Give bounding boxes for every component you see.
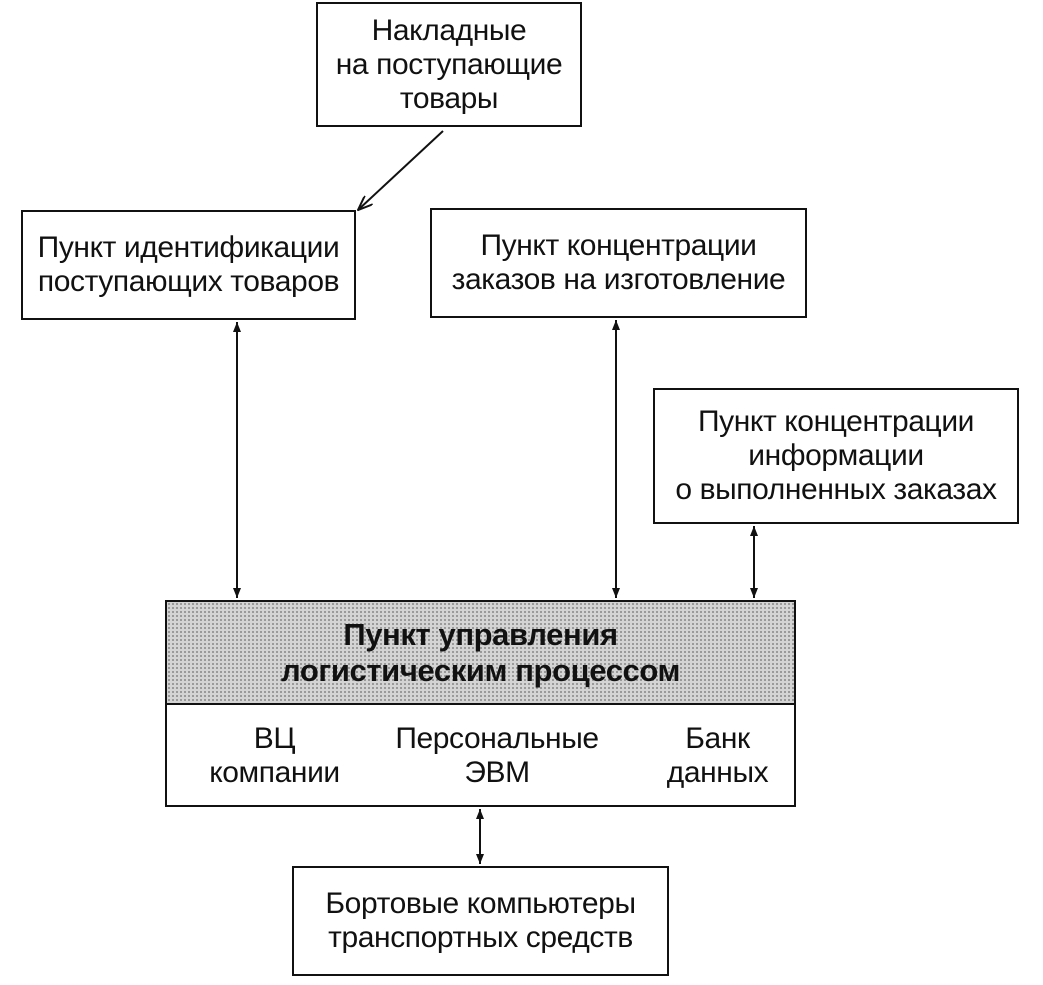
completed-orders-point-line-3: о выполненных заказах xyxy=(675,473,997,506)
database-label: Банк данных xyxy=(645,722,790,790)
control-point-box: Пункт управления логистическим процессом… xyxy=(165,600,796,807)
personal-computers-line-1: Персональные xyxy=(395,722,599,755)
computing-center-line-1: ВЦ xyxy=(253,722,296,755)
identification-point-box: Пункт идентификации поступающих товаров xyxy=(21,210,356,320)
personal-computers-label: Персональные ЭВМ xyxy=(377,722,617,790)
invoices-to-identification-arrow xyxy=(358,130,444,210)
completed-orders-point-line-1: Пункт концентрации xyxy=(697,405,975,438)
orders-point-line-1: Пункт концентрации xyxy=(480,229,757,262)
control-point-title-line-1: Пункт управления xyxy=(343,616,618,652)
computing-center-label: ВЦ компании xyxy=(187,722,362,790)
orders-point-line-2: заказов на изготовление xyxy=(451,263,786,296)
onboard-computers-line-1: Бортовые компьютеры xyxy=(325,887,636,920)
control-point-title-line-2: логистическим процессом xyxy=(280,652,681,688)
personal-computers-line-2: ЭВМ xyxy=(464,756,530,789)
control-point-header: Пункт управления логистическим процессом xyxy=(167,602,794,705)
invoices-line-1: Накладные xyxy=(371,13,527,47)
completed-orders-point-box: Пункт концентрации информации о выполнен… xyxy=(653,388,1019,524)
invoices-line-2: на поступающие xyxy=(335,47,563,81)
invoices-box: Накладные на поступающие товары xyxy=(316,2,582,127)
onboard-computers-line-2: транспортных средств xyxy=(328,921,633,954)
onboard-computers-box: Бортовые компьютеры транспортных средств xyxy=(292,866,669,976)
database-line-1: Банк xyxy=(685,722,750,755)
completed-orders-point-line-2: информации xyxy=(748,439,924,472)
invoices-line-3: товары xyxy=(399,81,499,115)
orders-point-box: Пункт концентрации заказов на изготовлен… xyxy=(430,208,807,318)
database-line-2: данных xyxy=(666,756,769,789)
identification-point-line-2: поступающих товаров xyxy=(37,265,340,298)
identification-point-line-1: Пункт идентификации xyxy=(37,231,340,264)
computing-center-line-2: компании xyxy=(209,756,340,789)
